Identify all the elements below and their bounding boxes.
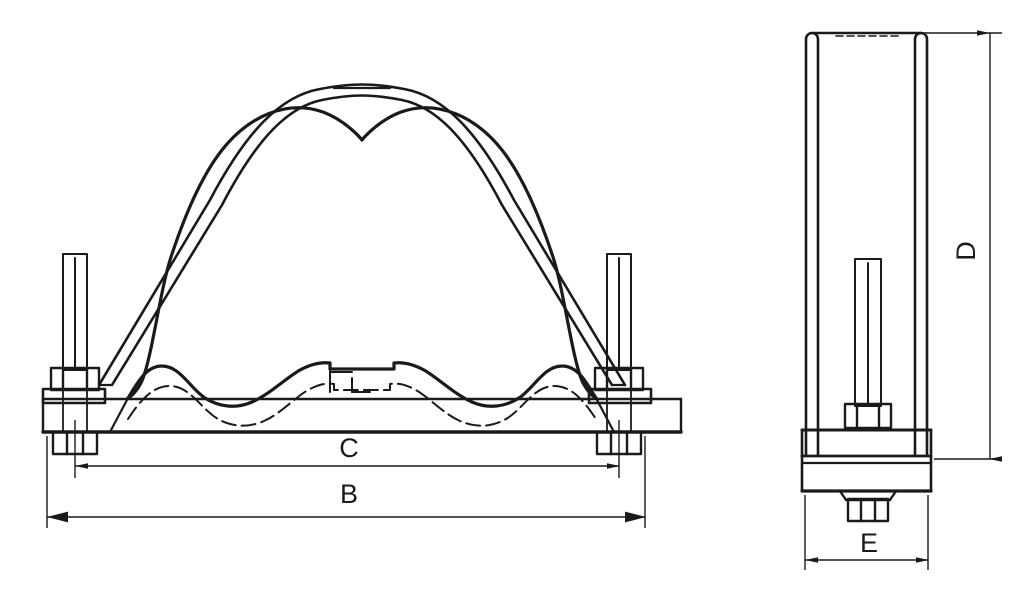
bolt-assembly-left xyxy=(41,253,107,456)
front-view-dimensions xyxy=(46,420,646,528)
dimension-label-E: E xyxy=(860,528,878,558)
washer-block-right xyxy=(587,387,653,405)
dimension-B xyxy=(46,436,646,528)
base-plate-saddle-left-fillet xyxy=(108,396,130,434)
wavy-saddle-body xyxy=(126,106,598,408)
bolt-rod-left xyxy=(62,253,88,371)
dimension-E xyxy=(804,495,929,570)
front-elevation-view xyxy=(41,83,683,456)
saddle-outer-contour xyxy=(126,106,598,400)
side-view-dimensions xyxy=(804,30,1002,570)
washer-body-left xyxy=(41,387,107,405)
washer-body-right xyxy=(587,387,653,405)
base-plate xyxy=(41,396,683,434)
side-lower-hex-nut xyxy=(838,489,898,523)
strap-outer-profile xyxy=(97,83,627,387)
dimension-label-C: C xyxy=(339,433,359,463)
dimension-D xyxy=(921,30,1002,462)
bolt-rod-right xyxy=(606,253,632,371)
side-upper-nut-body xyxy=(843,402,893,430)
side-lower-nut-body xyxy=(846,497,890,523)
saddle-center-seam-detail xyxy=(329,368,371,393)
side-upper-hex-nut xyxy=(843,402,893,430)
dimension-C xyxy=(74,420,620,478)
arched-strap xyxy=(97,83,627,387)
strap-inner-profile xyxy=(110,94,614,387)
saddle-inner-wave-crest-line xyxy=(126,361,598,408)
washer-block-left xyxy=(41,387,107,405)
dimension-label-B: B xyxy=(340,479,358,509)
side-bolt-rod xyxy=(854,258,882,407)
dimension-label-D: D xyxy=(951,241,981,261)
bolt-shank-through-plate-left xyxy=(62,388,88,433)
side-bolt-assembly xyxy=(843,258,893,430)
side-lower-nut-collar xyxy=(838,489,898,502)
bolt-shank-through-plate-right xyxy=(606,388,632,433)
